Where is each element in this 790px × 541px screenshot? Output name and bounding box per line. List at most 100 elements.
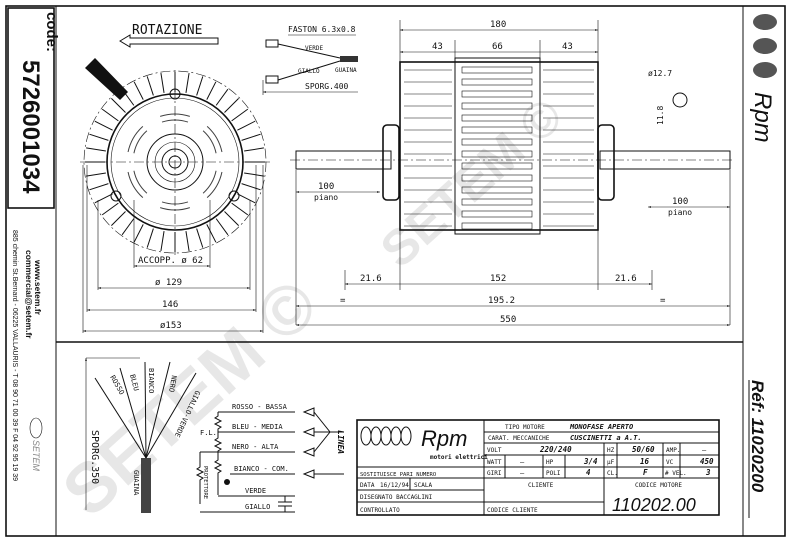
vent-slot [127, 125, 144, 153]
shaft-right-length: 100 [672, 197, 688, 207]
faston-detail: FASTON 6.3x0.8 VERDE GIALLO GUAINA SPORG… [262, 25, 358, 95]
controllato: CONTROLLATO [360, 507, 400, 514]
dim-129: ø 129 [155, 278, 182, 288]
cooling-fin [89, 183, 109, 191]
body-ribs [404, 66, 594, 230]
terminal-arrows-icon [302, 407, 315, 479]
codice-motore-label: CODICE MOTORE [635, 482, 682, 489]
cooling-fin [224, 211, 239, 226]
carat-value: CUSCINETTI a A.T. [570, 434, 642, 442]
rpm-logo-icon [753, 14, 777, 78]
dim-146: 146 [162, 300, 178, 310]
tipo-motore: MONOFASE APERTO [569, 423, 633, 431]
conn-bianco-com: BIANCO - COM. [234, 465, 289, 473]
volt-value: 220/240 [539, 445, 572, 454]
rpm-title-logo-icon [360, 426, 412, 446]
cooling-fin [244, 172, 264, 177]
vent-slots [127, 113, 223, 211]
cooling-fin [94, 120, 113, 131]
line-label: LINEA [336, 430, 345, 454]
dim-195-2: 195.2 [488, 296, 515, 306]
drawing-frame [5, 5, 786, 537]
stator-slot [461, 222, 533, 230]
shaft-left [295, 150, 392, 170]
tipo-motore-label: TIPO MOTORE [505, 424, 545, 431]
right-strip: Rpm Réf: 11020200 [748, 14, 777, 518]
giri-value: — [520, 469, 525, 477]
cooling-fin [224, 98, 239, 113]
cooling-fin [86, 172, 106, 177]
shaft-right [599, 150, 731, 170]
cooling-fin [215, 218, 229, 236]
faston-terminal-icon [265, 75, 279, 84]
title-block: Rpm motori elettrici SOSTITUISCE PARI NU… [356, 419, 720, 516]
cooling-fin [86, 147, 106, 152]
dim-152: 152 [490, 274, 506, 284]
data-value: 16/12/94 [380, 482, 409, 489]
rotation-arrow-icon [119, 34, 219, 48]
dim-21-6-right: 21.6 [615, 274, 637, 284]
code-value: 5726001034 [17, 60, 44, 194]
dim-66: 66 [492, 42, 503, 52]
stator-slot [461, 138, 533, 146]
wire-label-bleu: BLEU [128, 373, 140, 391]
vent-slot [202, 170, 217, 194]
stator-slot [461, 210, 533, 218]
bundle-sheath-label: GUAINA [132, 470, 140, 496]
hp-label: HP [546, 459, 554, 466]
poli-value: 4 [586, 468, 591, 477]
address: 885 chemin St.Bernard - 06225 VALLAURIS … [11, 230, 18, 481]
vent-slot [127, 171, 144, 199]
stator-slot [461, 174, 533, 182]
cooling-fin [196, 228, 204, 248]
equal-right: = [660, 296, 666, 306]
dim-11-8: 11.8 [656, 106, 665, 125]
cooling-fin [215, 88, 229, 106]
stator-slot [461, 198, 533, 206]
cooling-fin [237, 193, 256, 204]
faston-sheath: GUAINA [335, 67, 357, 74]
stator-slot [461, 162, 533, 170]
cooling-fin [244, 147, 264, 152]
cooling-fin [121, 218, 135, 236]
vent-slot [133, 170, 148, 194]
setem-logo-icon [29, 417, 43, 439]
rpm-brand: Rpm [749, 92, 776, 143]
disegnato: DISEGNATO BACCAGLINI [360, 494, 433, 501]
conn-verde: VERDE [245, 487, 266, 495]
equal-left: = [340, 296, 346, 306]
shaft-section [672, 92, 688, 108]
code-box [7, 7, 55, 209]
bundle-length: SPORG.350 [89, 430, 100, 484]
stator-slot [461, 114, 533, 122]
motor-body [399, 61, 599, 231]
cooling-fin [133, 81, 144, 100]
vel-label: # VEL. [665, 470, 687, 477]
carat-label: CARAT. MECCANICHE [488, 435, 550, 442]
giri-label: GIRI [487, 470, 502, 477]
faston-wire-giallo: GIALLO [298, 68, 320, 75]
screw-left [110, 190, 122, 202]
thermal-protector-icon [224, 479, 230, 485]
stator-slot [461, 186, 533, 194]
stator [454, 57, 541, 235]
cl-label: CL. [607, 470, 618, 477]
uf-label: µF [607, 459, 615, 466]
cooling-fin [241, 133, 261, 141]
cooling-fin [146, 228, 154, 248]
stator-slot [461, 90, 533, 98]
email: commercial@setem.fr [24, 250, 34, 339]
fl-label: F.L. [200, 429, 217, 437]
scala-label: SCALA [414, 482, 432, 489]
stator-slot [461, 78, 533, 86]
screw-right [228, 190, 240, 202]
faston-wire-verde: VERDE [305, 45, 323, 52]
bundle-sheath [141, 458, 151, 513]
front-view: ROTAZIONE ACCOPP. ø 62 ø 129 146 ø153 [80, 23, 270, 333]
website: www.setem.fr [33, 259, 43, 316]
sostituisce: SOSTITUISCE PARI NUMERO [360, 472, 436, 478]
vent-slot [133, 130, 148, 154]
code-label: code: [43, 12, 60, 52]
cliente-label: CLIENTE [528, 482, 554, 489]
vc-label: VC [666, 459, 674, 466]
